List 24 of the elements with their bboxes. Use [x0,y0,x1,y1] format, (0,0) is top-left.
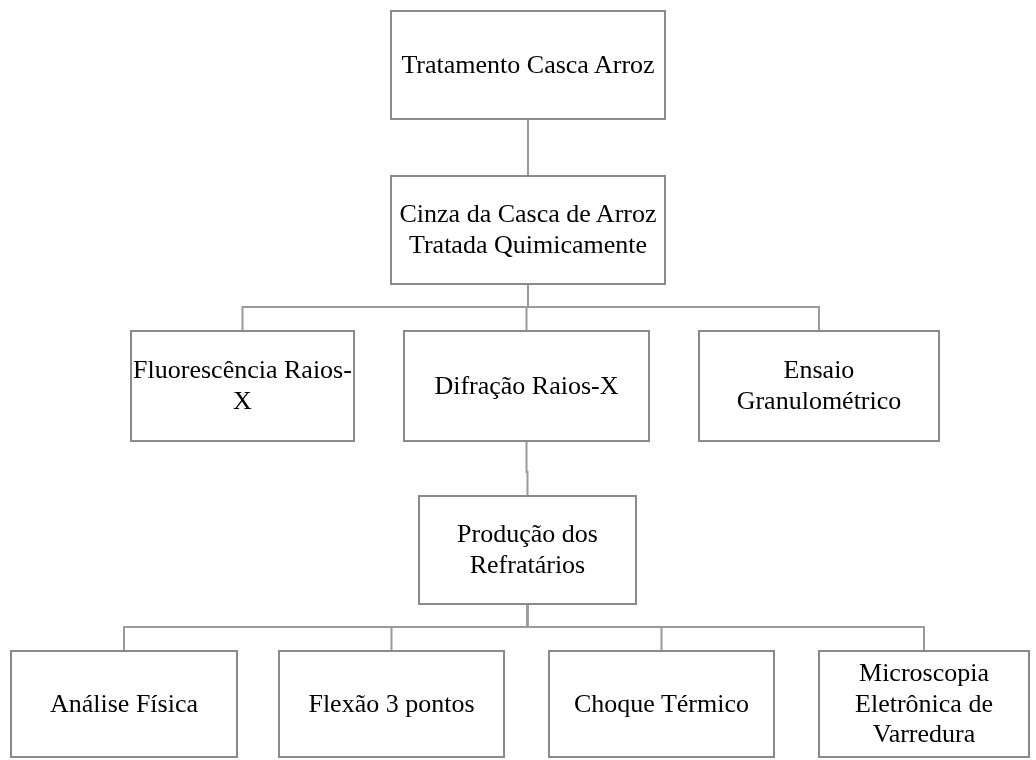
box-label: Flexão 3 pontos [308,688,475,720]
connector-line [527,284,820,331]
box-label: Análise Física [50,688,198,720]
process-box [130,330,355,442]
connector-line [525,441,529,496]
box-label: Ensaio Granulométrico [735,355,903,417]
connector-line [526,604,925,651]
process-box [548,650,775,758]
box-label: Microscopia Eletrônica de Varredura [854,658,994,750]
box-label: Difração Raios-X [434,370,619,402]
process-box [418,495,637,605]
process-box [698,330,940,442]
connector-line [527,119,529,176]
process-box [403,330,650,442]
process-box [390,10,666,120]
box-label: Cinza da Casca de Arroz Tratada Quimicamente [398,199,658,261]
process-box [818,650,1030,758]
box-label: Produção dos Refratários [456,519,599,581]
process-box [278,650,505,758]
box-label: Choque Térmico [574,688,749,720]
box-label: Fluorescência Raios-X [132,355,353,417]
process-box [10,650,238,758]
box-label: Tratamento Casca Arroz [401,49,655,81]
process-box [390,175,666,285]
